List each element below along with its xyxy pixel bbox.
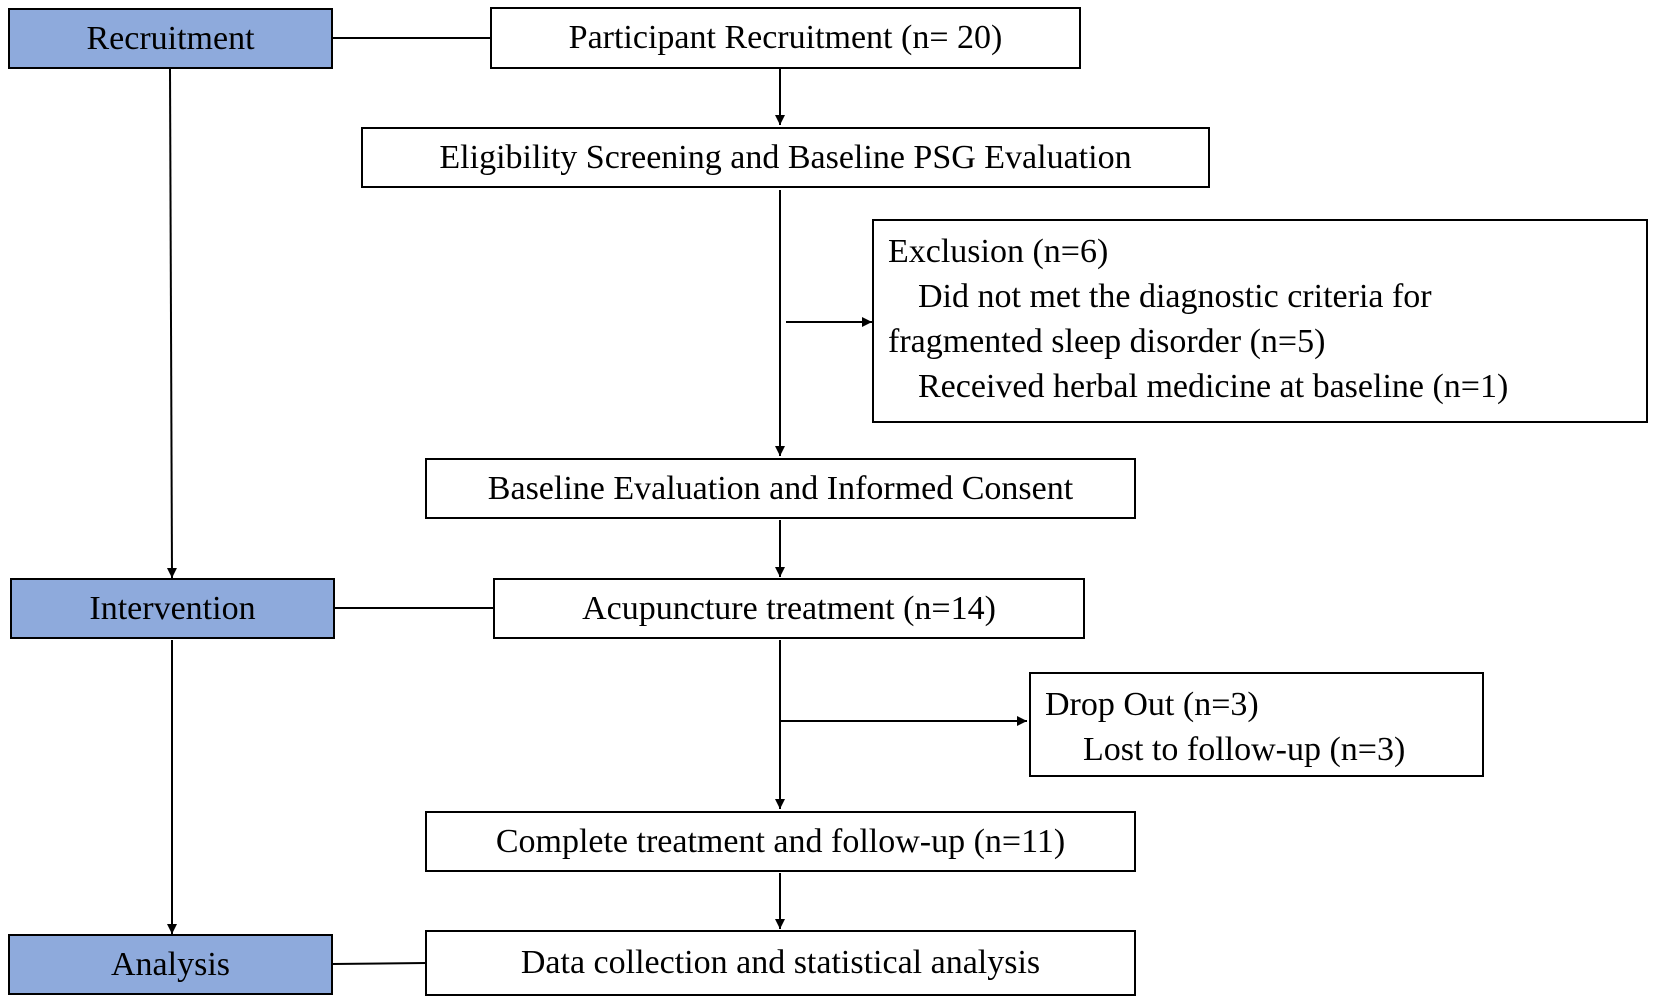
stage-recruitment-label: Recruitment	[86, 19, 255, 57]
participant-recruitment-box: Participant Recruitment (n= 20)	[490, 7, 1081, 69]
stage-recruitment: Recruitment	[8, 8, 333, 69]
exclusion-reason-1-cont: fragmented sleep disorder (n=5)	[888, 323, 1326, 360]
recruitment-to-intervention-arrow	[166, 68, 177, 579]
acupuncture-label: Acupuncture treatment (n=14)	[582, 589, 996, 627]
dropout-title: Drop Out (n=3)	[1045, 686, 1259, 723]
dropout-box: Drop Out (n=3) Lost to follow-up (n=3)	[1029, 672, 1484, 777]
exclusion-reason-2: Received herbal medicine at baseline (n=…	[918, 368, 1509, 405]
baseline-consent-box: Baseline Evaluation and Informed Consent	[425, 458, 1136, 519]
stage-analysis: Analysis	[8, 934, 333, 995]
complete-box: Complete treatment and follow-up (n=11)	[425, 811, 1136, 872]
acupuncture-box: Acupuncture treatment (n=14)	[493, 578, 1085, 639]
exclusion-title: Exclusion (n=6)	[888, 233, 1109, 270]
exclusion-reason-1: Did not met the diagnostic criteria for	[918, 278, 1432, 315]
eligibility-box: Eligibility Screening and Baseline PSG E…	[361, 127, 1210, 188]
baseline-consent-label: Baseline Evaluation and Informed Consent	[487, 469, 1074, 507]
data-collection-label: Data collection and statistical analysis	[520, 944, 1041, 981]
stage-intervention: Intervention	[10, 578, 335, 639]
complete-label: Complete treatment and follow-up (n=11)	[495, 822, 1066, 860]
exclusion-box: Exclusion (n=6) Did not met the diagnost…	[872, 219, 1648, 423]
stage-analysis-label: Analysis	[111, 945, 230, 983]
eligibility-label: Eligibility Screening and Baseline PSG E…	[439, 138, 1132, 176]
stage-intervention-label: Intervention	[89, 589, 256, 627]
participant-recruitment-label: Participant Recruitment (n= 20)	[568, 19, 1003, 56]
analysis-connector	[331, 962, 427, 965]
data-collection-box: Data collection and statistical analysis	[425, 930, 1136, 996]
dropout-reason: Lost to follow-up (n=3)	[1083, 731, 1406, 768]
